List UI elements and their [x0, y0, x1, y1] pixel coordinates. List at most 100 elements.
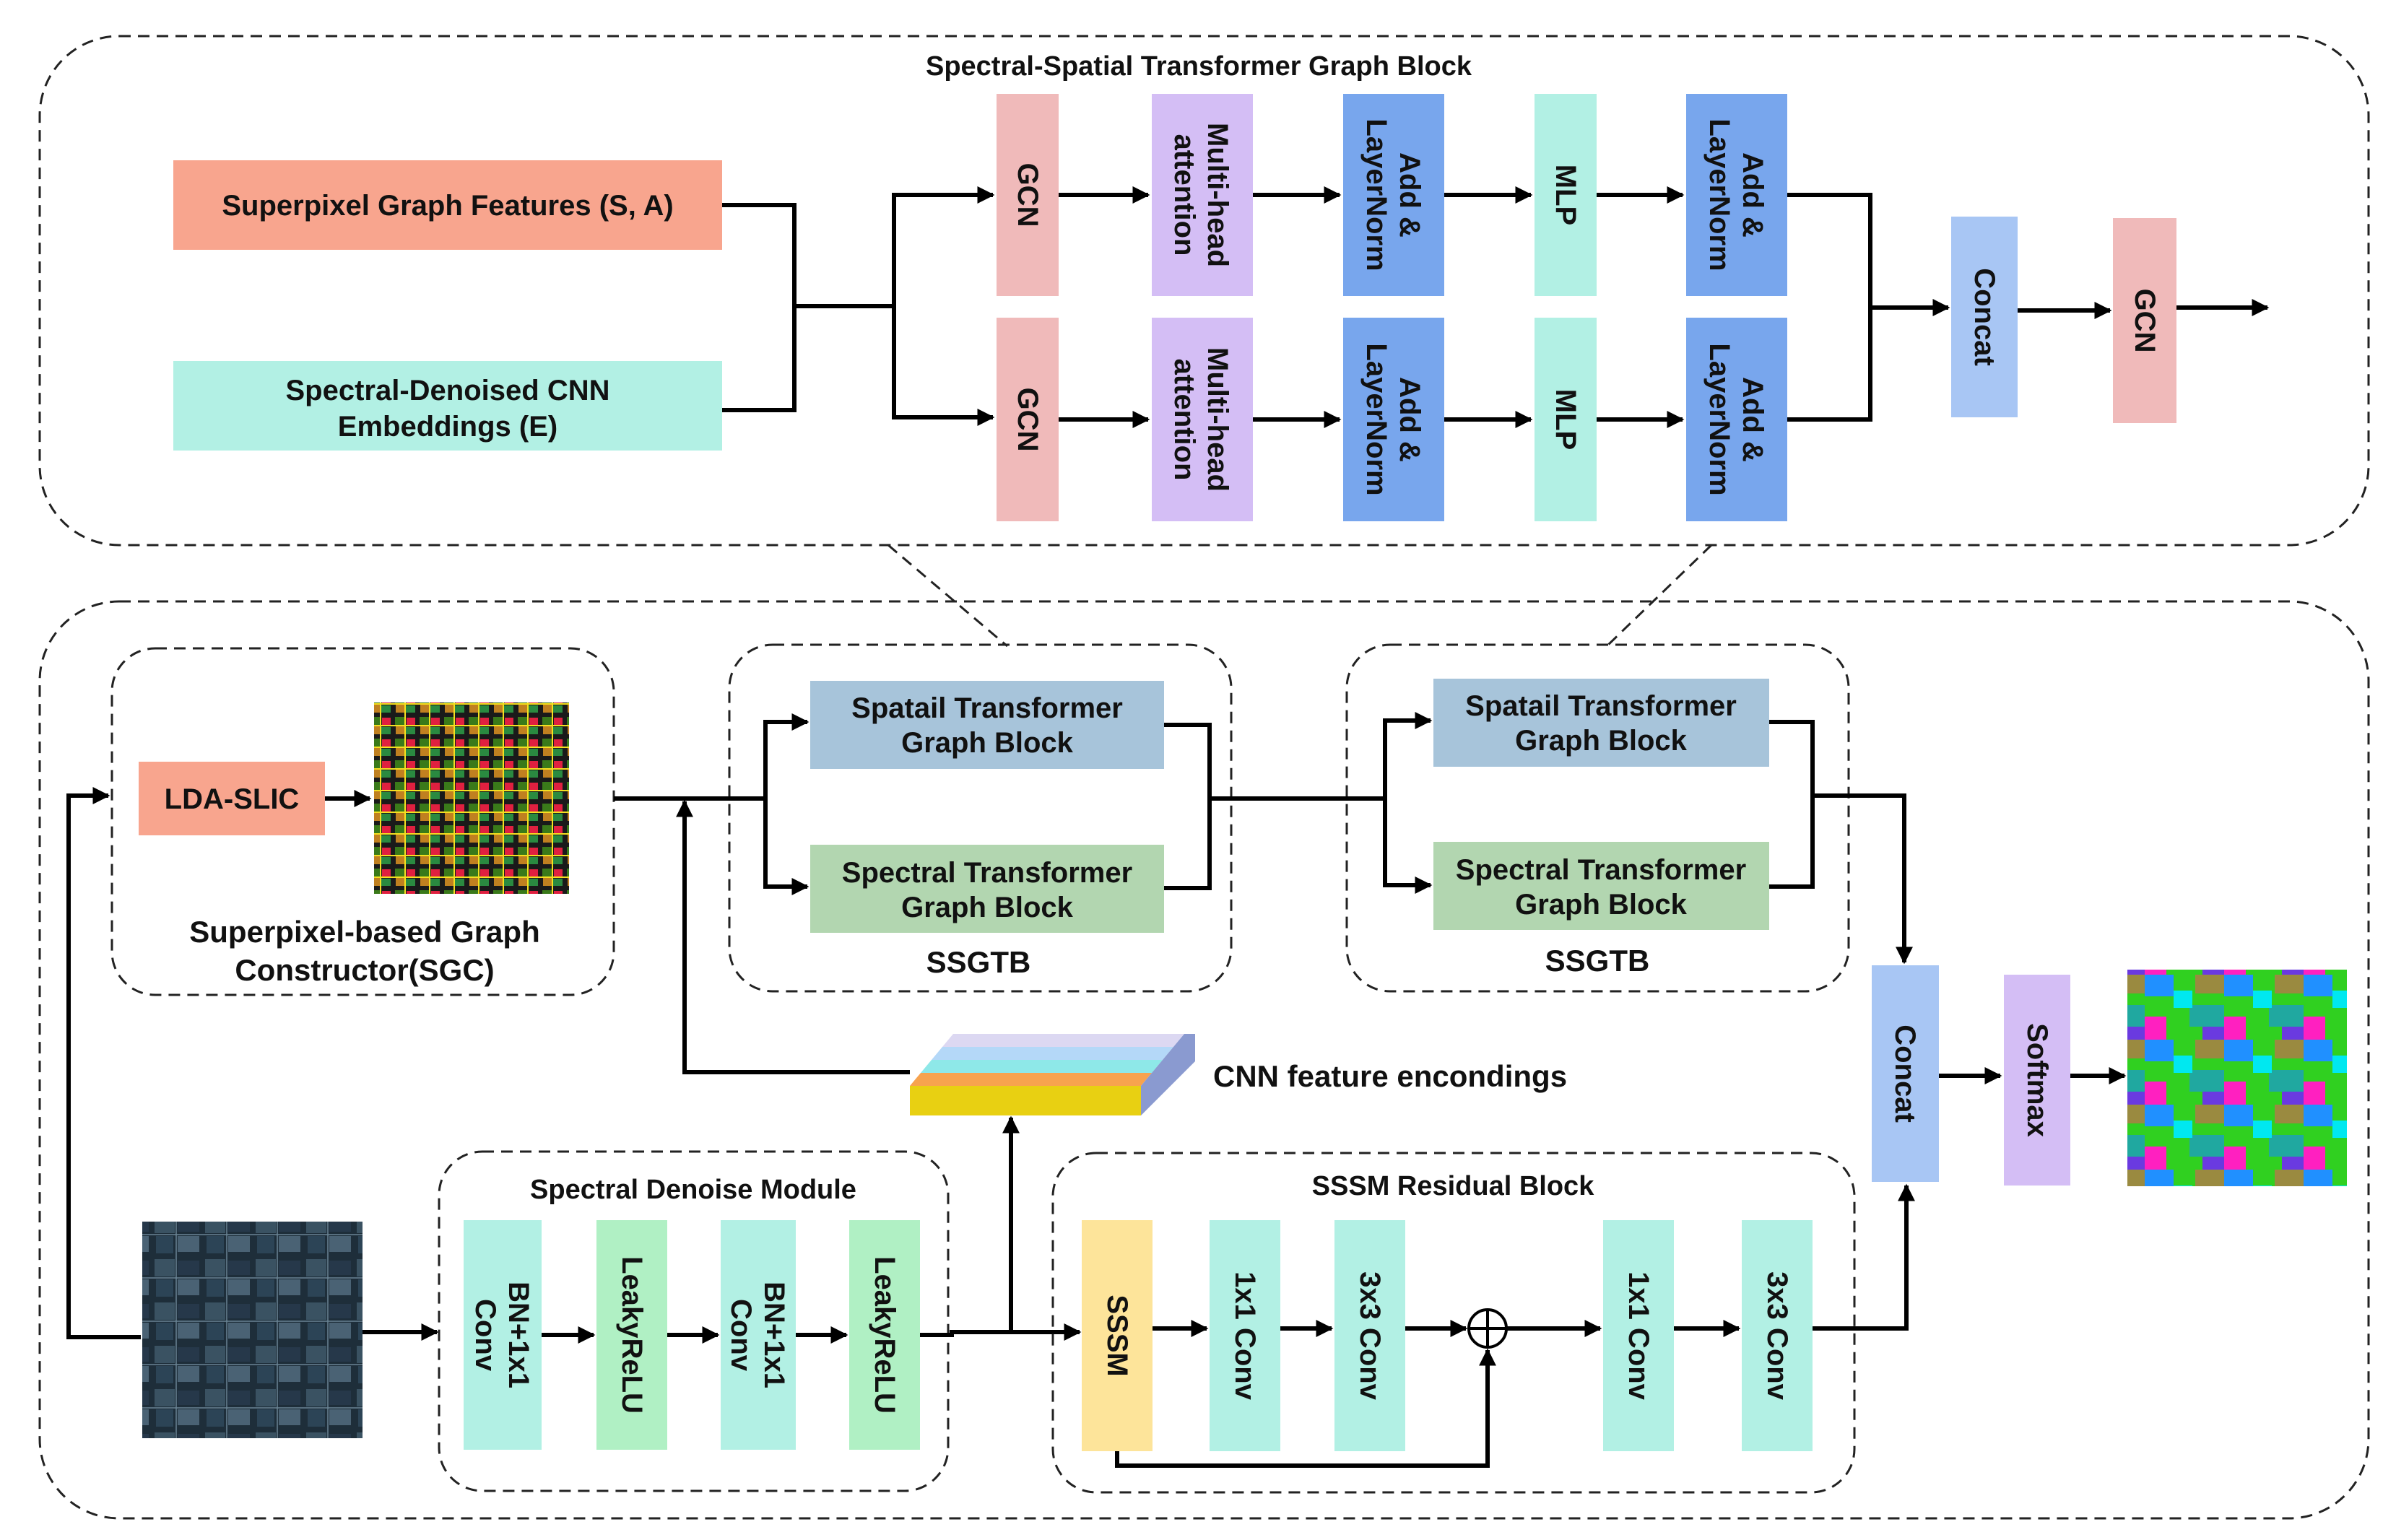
spectral-label-1a: Spectral Transformer	[842, 857, 1132, 889]
sgc-caption-2: Constructor(SGC)	[235, 953, 494, 987]
residual-skip-wire	[1115, 1348, 1496, 1468]
conv3x3-label-1: 3x3 Conv	[1354, 1271, 1386, 1401]
spectral-label-2a: Spectral Transformer	[1456, 854, 1746, 886]
leaky-relu-box-2	[849, 1220, 920, 1450]
spatial-block-2	[1433, 679, 1769, 767]
add-norm-box-bottom-2	[1686, 318, 1787, 521]
ssgtb1-split-bottom	[763, 799, 809, 895]
input-loop-wire	[66, 787, 141, 1339]
ssgtb2-merge	[1769, 720, 1815, 889]
add-norm-box-top-1	[1343, 94, 1444, 296]
spectral-label-2b: Graph Block	[1515, 889, 1688, 921]
ssgtb1-merge	[1164, 723, 1385, 890]
leaky-relu-label-1: LeakyReLU	[616, 1256, 648, 1414]
gcn-box-top	[997, 94, 1059, 296]
zoom-connector-left	[887, 544, 1008, 648]
conv1x1-box-2	[1603, 1220, 1674, 1451]
add-norm-label-bottom-1a: Add &	[1394, 377, 1425, 462]
spatial-label-2a: Spatail Transformer	[1465, 690, 1737, 722]
add-norm-box-bottom-1	[1343, 318, 1444, 521]
concat-box-top	[1951, 217, 2018, 417]
leaky-relu-label-2: LeakyReLU	[869, 1256, 900, 1414]
add-norm-label-top-1a: Add &	[1394, 152, 1425, 238]
mha-box-top	[1152, 94, 1253, 296]
bn-conv-label-2a: BN+1x1	[758, 1282, 790, 1388]
denoise-container	[438, 1150, 950, 1492]
sssm-container	[1051, 1152, 1856, 1494]
superpixel-features-label: Superpixel Graph Features (S, A)	[222, 190, 673, 222]
cnn-embeddings-label-1: Spectral-Denoised CNN	[286, 375, 610, 406]
ssgtb-detail-container	[38, 35, 2370, 547]
ssgtb2-to-concat	[1813, 793, 1913, 965]
concat-label-top: Concat	[1969, 268, 2000, 366]
mha-label-top-1: Multi-head	[1202, 123, 1233, 267]
mlp-label-top: MLP	[1550, 165, 1581, 225]
ssgtb-detail-title: Spectral-Spatial Transformer Graph Block	[926, 51, 1472, 82]
softmax-label: Softmax	[2021, 1023, 2053, 1137]
mlp-box-top	[1535, 94, 1597, 296]
sgc-container	[110, 647, 615, 996]
add-norm-label-top-2a: Add &	[1737, 152, 1768, 238]
spatial-label-2b: Graph Block	[1515, 725, 1688, 757]
cnn-feature-stack	[910, 1034, 1195, 1115]
branch-split-wire-top	[892, 186, 995, 306]
add-norm-label-bottom-2b: LayerNorm	[1703, 343, 1735, 495]
gcn-label-final: GCN	[2129, 289, 2161, 353]
superpixel-image	[374, 702, 569, 894]
gcn-label-bottom: GCN	[1012, 388, 1043, 452]
spatial-block-1	[810, 681, 1164, 769]
framework-container	[38, 600, 2370, 1520]
conv1x1-label-2: 1x1 Conv	[1623, 1271, 1654, 1401]
conv3x3-box-1	[1334, 1220, 1405, 1451]
leaky-relu-box-1	[596, 1220, 667, 1450]
cnn-feature-label: CNN feature encondings	[1213, 1059, 1567, 1093]
sssm-box	[1082, 1220, 1153, 1451]
spatial-label-1a: Spatail Transformer	[851, 692, 1123, 724]
bn-conv-box-2	[721, 1220, 796, 1450]
denoise-title: Spectral Denoise Module	[530, 1175, 856, 1205]
concat-label-final: Concat	[1889, 1025, 1921, 1123]
concat-box-final	[1872, 965, 1939, 1182]
bn-conv-label-2b: Conv	[725, 1299, 757, 1372]
branch-split-wire-bottom	[892, 306, 995, 426]
ssgtb-caption-1: SSGTB	[926, 945, 1031, 979]
mha-label-bottom-2: attention	[1168, 359, 1200, 481]
add-norm-label-top-1b: LayerNorm	[1360, 118, 1392, 271]
residual-add-icon	[1467, 1308, 1508, 1349]
ssgtb2-split-bottom	[1383, 799, 1433, 894]
branch-merge-wire	[1787, 193, 1872, 422]
mha-label-top-2: attention	[1168, 134, 1200, 256]
denoise-to-sssm-wire	[920, 1323, 1082, 1341]
mlp-label-bottom: MLP	[1550, 389, 1581, 450]
mlp-box-bottom	[1535, 318, 1597, 521]
ssgtb2-split-top	[1383, 712, 1433, 799]
conv1x1-label-1: 1x1 Conv	[1229, 1271, 1261, 1401]
superpixel-features-box	[173, 160, 722, 250]
classification-map	[2127, 970, 2347, 1186]
mha-label-bottom-1: Multi-head	[1202, 347, 1233, 492]
spatial-label-1b: Graph Block	[901, 727, 1074, 759]
conv1x1-box-1	[1210, 1220, 1280, 1451]
sssm-to-concat-wire	[1813, 1183, 1915, 1331]
ssgtb1-split-top	[763, 713, 809, 799]
ssgtb-container-1	[728, 643, 1233, 993]
add-norm-label-bottom-1b: LayerNorm	[1360, 343, 1392, 495]
conv3x3-box-2	[1742, 1220, 1813, 1451]
input-merge-wire	[722, 203, 894, 412]
cnn-embeddings-box	[173, 361, 722, 451]
lda-slic-label: LDA-SLIC	[165, 783, 300, 815]
softmax-box	[2004, 975, 2070, 1186]
gcn-box-bottom	[997, 318, 1059, 521]
bn-conv-box-1	[464, 1220, 542, 1450]
ssgtb-container-2	[1345, 643, 1850, 993]
spectral-block-2	[1433, 842, 1769, 930]
gcn-box-final	[2113, 218, 2176, 423]
cnn-embeddings-label-2: Embeddings (E)	[338, 411, 557, 443]
ssgtb-caption-2: SSGTB	[1545, 944, 1650, 978]
sgc-caption-1: Superpixel-based Graph	[189, 915, 539, 949]
sssm-label: SSSM	[1101, 1295, 1133, 1376]
sssm-title: SSSM Residual Block	[1312, 1171, 1595, 1201]
add-norm-label-top-2b: LayerNorm	[1703, 118, 1735, 271]
spectral-block-1	[810, 845, 1164, 933]
